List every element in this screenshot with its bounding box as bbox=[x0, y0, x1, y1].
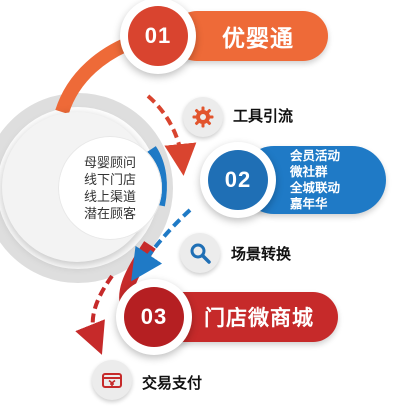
arrow-01-to-02 bbox=[146, 94, 197, 176]
gear-icon bbox=[192, 106, 214, 128]
search-icon bbox=[190, 243, 211, 264]
payment-icon bbox=[102, 373, 122, 388]
step-02-line: 嘉年华 bbox=[290, 197, 328, 211]
step-03-number: 03 bbox=[124, 287, 184, 347]
step-01-title: 优婴通 bbox=[222, 25, 294, 51]
connector-label-scene: 场景转换 bbox=[231, 246, 292, 263]
step-03-title: 门店微商城 bbox=[204, 307, 314, 330]
step-02-lines: 会员活动 微社群 全城联动 嘉年华 bbox=[290, 148, 340, 212]
step-02-line: 微社群 bbox=[290, 165, 328, 179]
step-01-badge: 01 bbox=[120, 0, 196, 74]
step-03-badge: 03 bbox=[116, 279, 192, 355]
hub-line: 线上渠道 bbox=[83, 189, 136, 204]
step-01-banner: 优婴通 bbox=[172, 11, 328, 61]
step-02-number: 02 bbox=[208, 150, 268, 210]
step-02-badge: 02 bbox=[200, 142, 276, 218]
arrow-03-to-pay bbox=[75, 274, 114, 355]
arrow-02-to-03 bbox=[131, 208, 192, 282]
connector-label-payment: 交易支付 bbox=[142, 375, 203, 392]
step-02-line: 会员活动 bbox=[290, 149, 341, 163]
hub-text: 母婴顾问 线下门店 线上渠道 潜在顾客 bbox=[84, 154, 136, 222]
hub-line: 母婴顾问 bbox=[83, 155, 136, 170]
gear-icon-badge bbox=[183, 97, 223, 137]
step-02-line: 全城联动 bbox=[290, 181, 341, 195]
step-01-number: 01 bbox=[128, 6, 188, 66]
payment-icon-badge bbox=[92, 360, 132, 400]
hub-line: 潜在顾客 bbox=[83, 206, 136, 221]
search-icon-badge bbox=[180, 233, 220, 273]
hub-line: 线下门店 bbox=[83, 172, 136, 187]
connector-label-tool: 工具引流 bbox=[233, 108, 294, 125]
hub-center: 母婴顾问 线下门店 线上渠道 潜在顾客 bbox=[58, 136, 162, 240]
